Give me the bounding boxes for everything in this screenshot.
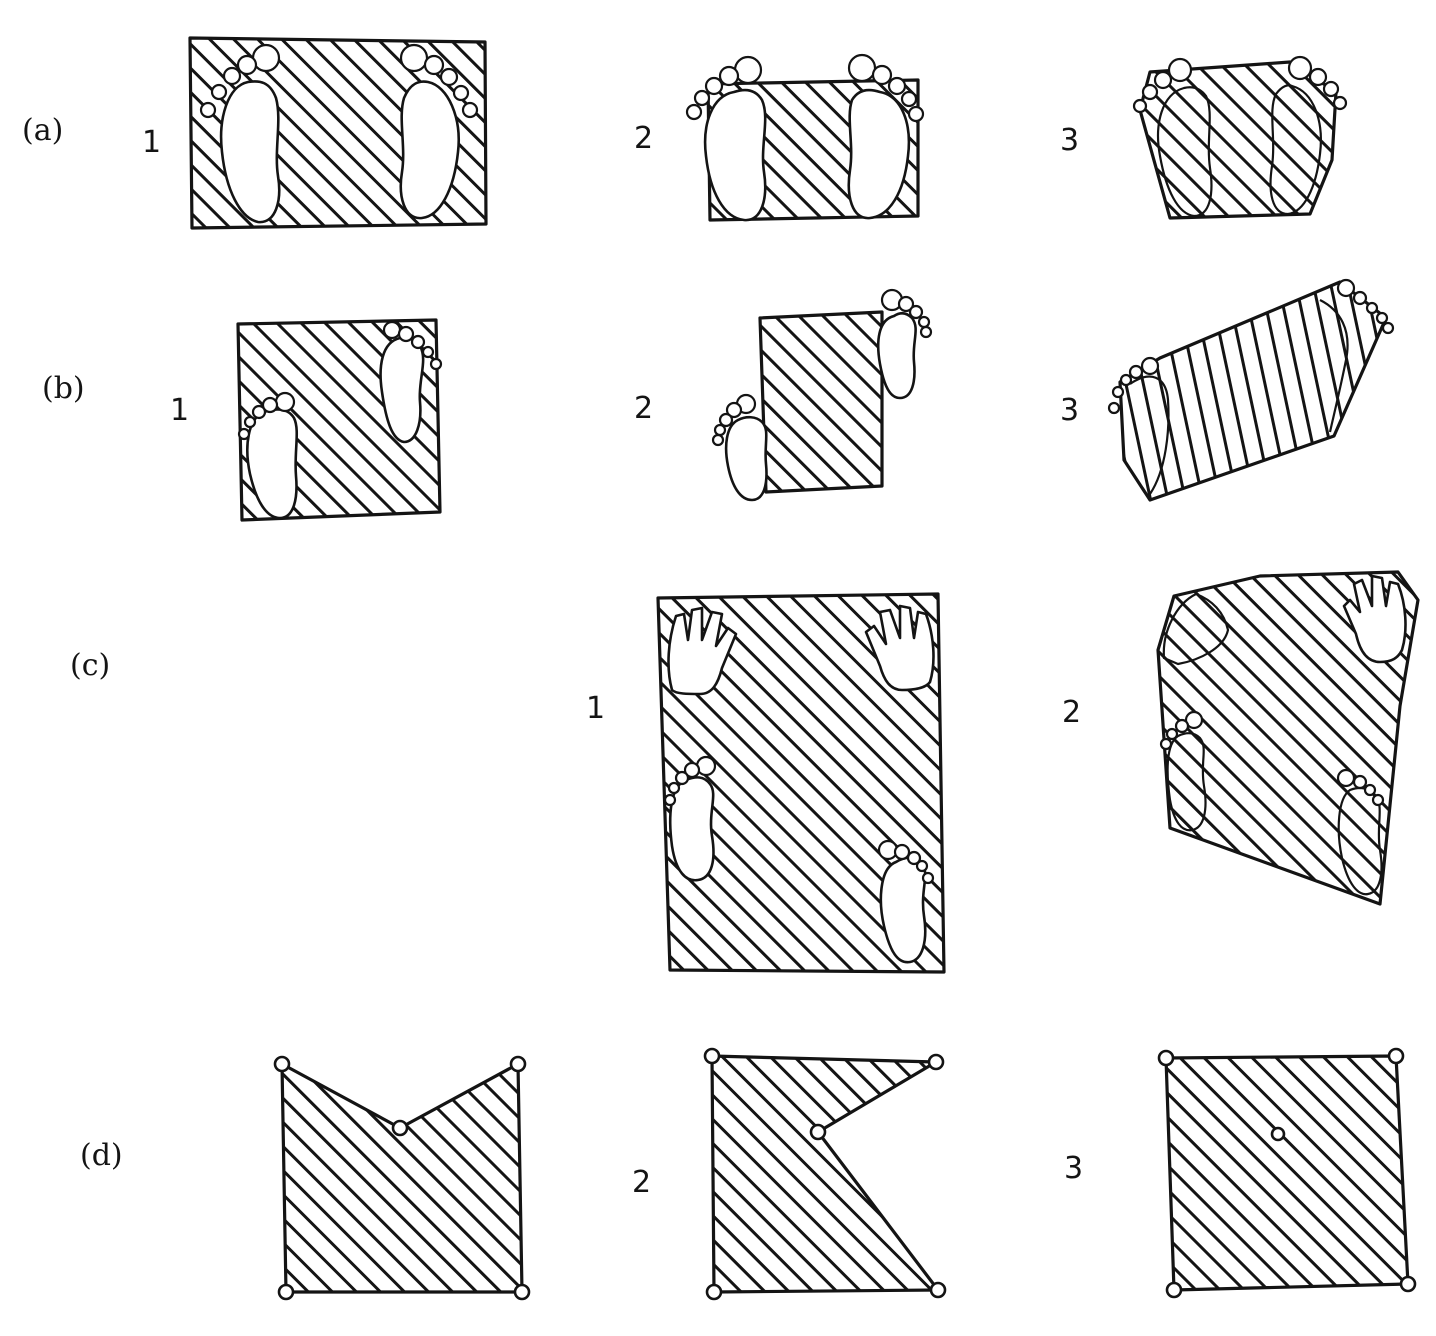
vertex-marker bbox=[1387, 1047, 1405, 1065]
panel-number-d3: 3 bbox=[1064, 1151, 1083, 1186]
panel-number-a3: 3 bbox=[1060, 123, 1079, 158]
left-foot-print bbox=[237, 391, 299, 520]
left-foot-print bbox=[711, 393, 768, 502]
center-point-marker bbox=[1270, 1126, 1286, 1142]
vertex-marker bbox=[1165, 1281, 1183, 1299]
panel-b3 bbox=[1107, 278, 1395, 502]
right-foot-print bbox=[399, 43, 479, 220]
panel-number-c1: 1 bbox=[586, 691, 605, 726]
panel-b1 bbox=[236, 318, 443, 522]
left-foot-print bbox=[199, 43, 281, 224]
vertex-marker bbox=[703, 1047, 721, 1065]
panel-d1 bbox=[273, 1055, 531, 1301]
support-area bbox=[758, 310, 884, 494]
right-hand-print bbox=[864, 604, 935, 692]
row-label-d: (d) bbox=[80, 1138, 123, 1173]
support-area bbox=[656, 592, 946, 974]
panel-b2 bbox=[711, 288, 933, 502]
vertex-marker bbox=[509, 1055, 527, 1073]
panel-a2 bbox=[685, 53, 925, 222]
support-area bbox=[1118, 280, 1388, 502]
vertex-marker bbox=[277, 1283, 295, 1301]
support-area bbox=[1156, 570, 1420, 906]
vertex-marker bbox=[809, 1123, 827, 1141]
panel-d3 bbox=[1157, 1047, 1417, 1299]
vertex-marker bbox=[705, 1283, 723, 1301]
left-foot-print bbox=[1132, 57, 1213, 218]
left-foot-print bbox=[1159, 710, 1207, 832]
support-area bbox=[710, 1054, 940, 1294]
panel-d2 bbox=[703, 1047, 947, 1301]
right-hand-print bbox=[1342, 574, 1407, 664]
vertex-marker bbox=[927, 1053, 945, 1071]
panel-number-b2: 2 bbox=[634, 391, 653, 426]
vertex-marker bbox=[929, 1281, 947, 1299]
right-foot-print bbox=[379, 320, 443, 444]
right-foot-print bbox=[847, 53, 925, 220]
left-foot-print bbox=[685, 55, 767, 222]
row-label-b: (b) bbox=[42, 371, 85, 406]
panel-a1 bbox=[188, 36, 488, 230]
support-area bbox=[280, 1062, 524, 1294]
support-area bbox=[1164, 1054, 1410, 1292]
panel-number-a2: 2 bbox=[634, 121, 653, 156]
panel-number-b1: 1 bbox=[170, 393, 189, 428]
panel-number-a1: 1 bbox=[142, 125, 161, 160]
left-hand-print bbox=[667, 606, 738, 696]
row-label-a: (a) bbox=[22, 113, 63, 148]
panel-c2 bbox=[1156, 570, 1420, 906]
right-foot-print bbox=[1336, 768, 1385, 896]
vertex-marker bbox=[1399, 1275, 1417, 1293]
panel-number-b3: 3 bbox=[1060, 393, 1079, 428]
left-hand-print bbox=[1162, 592, 1230, 666]
vertex-marker bbox=[1157, 1049, 1175, 1067]
vertex-marker bbox=[391, 1119, 409, 1137]
row-label-c: (c) bbox=[70, 648, 110, 683]
panel-c1 bbox=[656, 592, 946, 974]
vertex-marker bbox=[273, 1055, 291, 1073]
panel-number-d2: 2 bbox=[632, 1165, 651, 1200]
left-foot-print bbox=[663, 755, 717, 882]
panel-a3 bbox=[1132, 55, 1348, 220]
right-foot-print bbox=[1269, 55, 1348, 216]
panel-number-c2: 2 bbox=[1062, 695, 1081, 730]
right-foot-print bbox=[877, 839, 935, 964]
right-foot-print bbox=[876, 288, 933, 400]
left-foot-print bbox=[1107, 356, 1170, 495]
right-foot-print bbox=[1319, 278, 1395, 433]
vertex-marker bbox=[513, 1283, 531, 1301]
